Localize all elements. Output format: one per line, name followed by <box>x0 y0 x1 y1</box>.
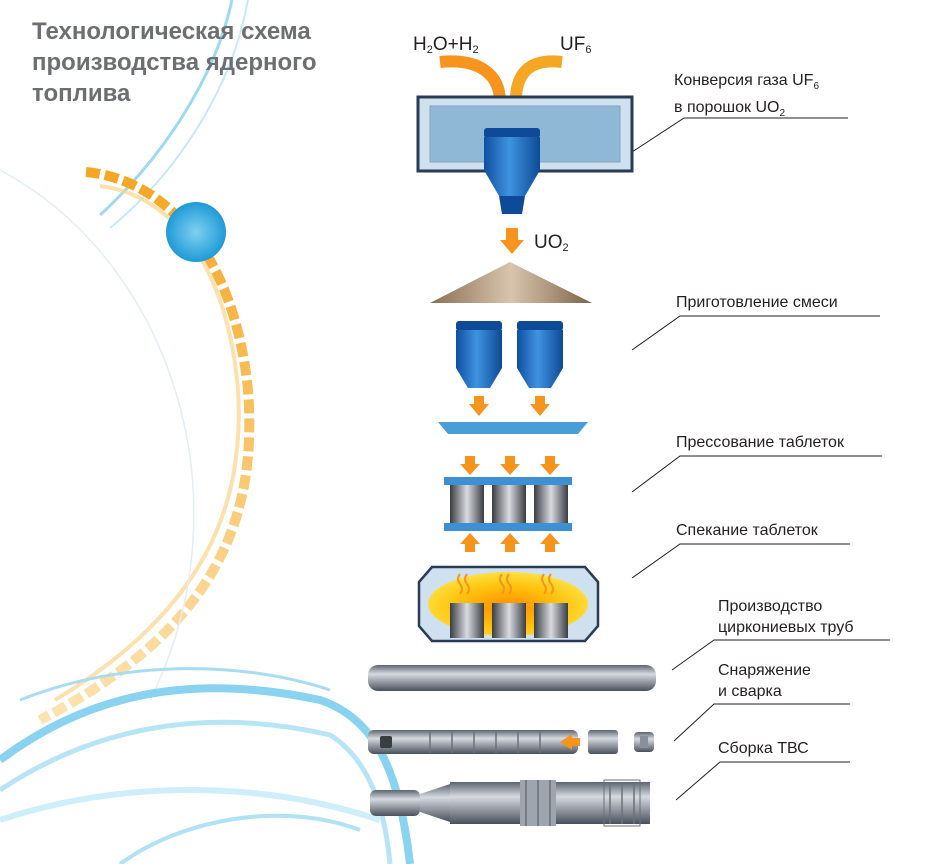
output-uo2-label: UO2 <box>534 232 569 254</box>
zirconium-tube <box>368 665 656 691</box>
step-tubes-label: Производство циркониевых труб <box>718 598 854 636</box>
fuel-assembly <box>370 779 650 827</box>
leader-line-tubes <box>671 639 890 671</box>
pressing-stage <box>444 456 572 552</box>
hopper-left <box>456 321 502 388</box>
insert-arrow-icon <box>560 734 580 750</box>
press-arrows-top <box>460 456 560 475</box>
leader-line-assembly <box>675 761 850 801</box>
page-title: Технологическая схема производства ядерн… <box>32 16 392 109</box>
conversion-reactor <box>416 95 634 214</box>
leader-line-sintering <box>631 543 850 579</box>
leader-line-pressing <box>631 455 882 493</box>
title-line-3: топлива <box>32 80 131 107</box>
step-pressing-label: Прессование таблеток <box>676 434 844 451</box>
input-uf6-label: UF6 <box>560 34 592 56</box>
leader-line-conversion <box>631 117 848 153</box>
step-assembly-label: Сборка ТВС <box>718 740 809 757</box>
press-arrows-bottom <box>460 533 560 552</box>
powder-cone <box>430 262 592 303</box>
title-line-1: Технологическая схема <box>32 18 311 45</box>
input-h2o-h2-label: H2O+H2 <box>413 34 479 56</box>
step-welding-label: Снаряжение и сварка <box>718 662 811 700</box>
sintering-furnace <box>417 565 600 643</box>
step-sintering-label: Спекание таблеток <box>676 522 818 539</box>
title-line-2: производства ядерного <box>32 49 317 76</box>
leader-line-welding <box>673 703 850 742</box>
hopper-right <box>517 321 563 388</box>
leader-line-mixing <box>631 315 880 351</box>
background-decoration <box>0 0 414 864</box>
sphere-icon <box>166 202 226 262</box>
fuel-rod-welding <box>368 730 654 754</box>
heat-waves-icon <box>457 573 554 595</box>
down-arrow-uo2 <box>500 228 524 254</box>
hopper-arrows <box>469 396 550 416</box>
step-mixing-label: Приготовление смеси <box>676 294 838 311</box>
step-conversion-label: Конверсия газа UF6 в порошок UO2 <box>674 72 819 120</box>
mix-tray <box>438 422 588 434</box>
mixing-hoppers <box>456 321 563 416</box>
leader-lines <box>631 117 890 801</box>
